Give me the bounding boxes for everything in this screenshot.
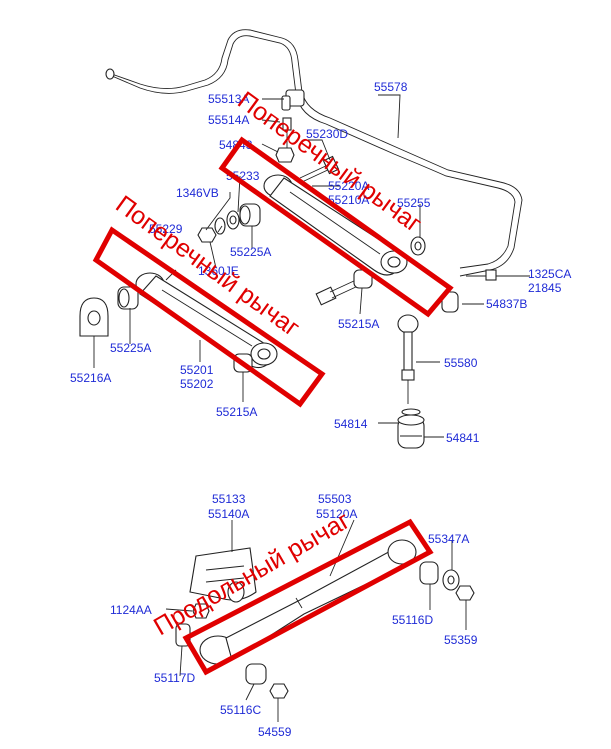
washer-55229 xyxy=(214,217,226,235)
stabilizer-bar xyxy=(105,29,523,277)
label-55347A: 55347A xyxy=(428,532,469,546)
label-55117D: 55117D xyxy=(154,671,195,685)
label-55230D: 55230D xyxy=(306,127,348,141)
nut-54559 xyxy=(269,683,289,699)
label-55201: 55201 xyxy=(180,363,214,377)
bolt-1325CA xyxy=(466,269,497,281)
bushing-55225A-upper xyxy=(239,203,261,227)
label-55255: 55255 xyxy=(397,196,431,210)
bushing-55116C xyxy=(245,663,267,685)
label-55116C: 55116C xyxy=(220,703,261,717)
label-55210A: 55210A xyxy=(328,193,369,207)
label-55216A: 55216A xyxy=(70,371,111,385)
bushing-54841 xyxy=(397,414,425,449)
trailing-arm-highlight-box xyxy=(182,518,434,676)
label-55120A: 55120A xyxy=(316,507,357,521)
bushing-54837B xyxy=(441,291,459,313)
label-55133: 55133 xyxy=(212,492,246,506)
upper-arm-highlight-box xyxy=(218,136,454,318)
label-1360JE: 1360JE xyxy=(198,264,239,278)
label-55116D: 55116D xyxy=(392,613,433,627)
label-55225A-upper: 55225A xyxy=(230,245,271,259)
label-55359: 55359 xyxy=(444,633,478,647)
label-55503: 55503 xyxy=(318,492,352,506)
label-55202: 55202 xyxy=(180,377,214,391)
label-55514A: 55514A xyxy=(208,113,249,127)
label-55578: 55578 xyxy=(374,80,408,94)
label-55225A-lower: 55225A xyxy=(110,341,151,355)
washer-55233 xyxy=(226,210,240,230)
label-1124AA: 1124AA xyxy=(110,603,152,617)
bushing-bolt xyxy=(282,117,292,150)
label-54837B: 54837B xyxy=(486,297,527,311)
washer-55347A xyxy=(442,569,460,591)
nut-54843 xyxy=(275,147,295,163)
bracket-55216A xyxy=(79,297,109,337)
label-55580: 55580 xyxy=(444,356,478,370)
label-55215A-lower: 55215A xyxy=(216,405,257,419)
label-1325CA: 1325CA xyxy=(528,267,571,281)
label-55513A: 55513A xyxy=(208,92,249,106)
leader-lines xyxy=(93,94,530,722)
nut-55359 xyxy=(455,585,475,601)
trailing-arm-bracket xyxy=(189,547,257,603)
part-labels: 55578 55513A 55514A 54843 55230D 55233 5… xyxy=(70,80,571,739)
bushing-55225A-lower xyxy=(117,286,139,310)
washer-54814 xyxy=(401,408,421,416)
label-55140A: 55140A xyxy=(208,507,249,521)
lower-arm-highlight-box xyxy=(92,226,326,408)
bushing-55116D xyxy=(419,561,439,585)
stabilizer-link xyxy=(397,314,419,404)
bolt-1124AA xyxy=(192,603,210,619)
highlight-boxes xyxy=(92,136,454,676)
label-55215A-upper: 55215A xyxy=(338,317,379,331)
bolt-55215A-upper xyxy=(315,279,359,306)
label-1346VB: 1346VB xyxy=(176,186,219,200)
label-21845: 21845 xyxy=(528,281,562,295)
label-55229: 55229 xyxy=(149,222,183,236)
nut-1346VB xyxy=(197,227,217,243)
washer-55255 xyxy=(410,236,426,256)
trailing-arm-annotation: Продольный рычаг xyxy=(149,506,355,641)
label-54814: 54814 xyxy=(334,417,368,431)
label-55220A: 55220A xyxy=(328,179,369,193)
bolt-55230D xyxy=(299,155,340,183)
label-54559: 54559 xyxy=(258,725,292,739)
stabilizer-bushing xyxy=(281,89,305,111)
label-54841: 54841 xyxy=(446,431,480,445)
upper-lateral-arm xyxy=(263,174,408,276)
